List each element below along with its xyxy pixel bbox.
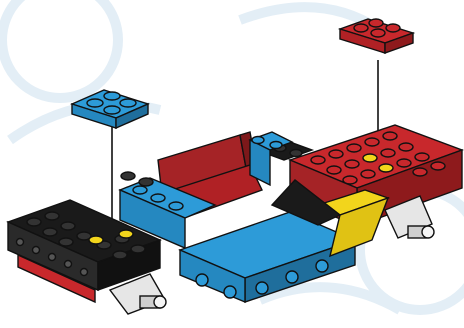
loose-red-plate [340,19,413,53]
